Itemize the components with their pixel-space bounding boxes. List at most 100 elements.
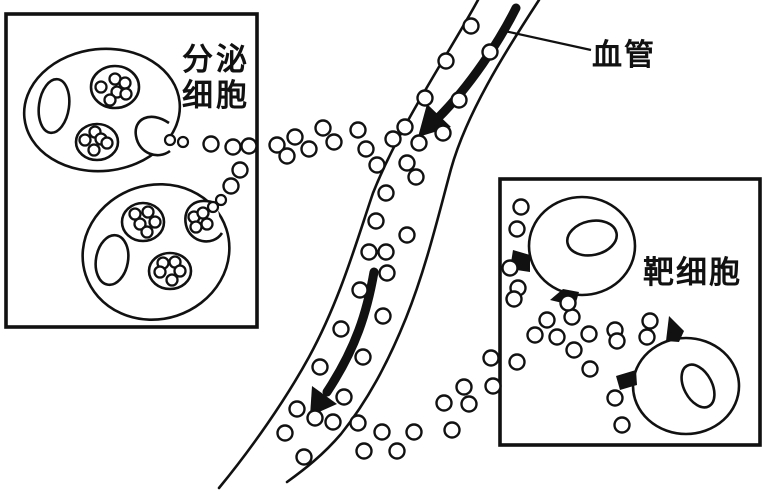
hormone-molecule <box>581 360 599 378</box>
hormone-molecule <box>613 416 631 434</box>
hormone-molecule <box>224 138 242 156</box>
hormone-molecule <box>481 43 499 61</box>
hormone-molecule <box>608 332 626 350</box>
hormone-molecule <box>349 121 367 139</box>
hormone-molecule <box>455 378 473 396</box>
vesicle-granule <box>153 265 167 279</box>
exocytosis-pouch <box>134 115 171 157</box>
vesicle-granule <box>200 217 214 231</box>
hormone-molecule <box>367 212 385 230</box>
hormone-molecule <box>286 128 304 146</box>
hormone-molecule <box>501 259 519 277</box>
hormone-molecule <box>311 358 329 376</box>
blood-vessel-wall-left <box>217 0 480 490</box>
hormone-molecule <box>559 294 577 312</box>
hormone-molecule <box>332 320 350 338</box>
hormone-molecule <box>508 353 526 371</box>
target-cell-label: 靶细胞 <box>643 255 742 290</box>
secretory-cell-2 <box>81 183 231 321</box>
vesicle-granules-group <box>78 72 214 287</box>
hormone-molecule <box>360 243 378 261</box>
hormone-molecule <box>416 89 434 107</box>
hormone-molecule <box>368 156 386 174</box>
hormone-molecule <box>505 290 523 308</box>
hormone-molecule <box>437 52 455 70</box>
hormone-molecule-at-membrane <box>214 193 228 207</box>
hormone-molecule <box>462 17 480 35</box>
hormone-molecule <box>300 140 318 158</box>
vesicle-granule <box>128 207 142 221</box>
secretory-cell-label: 分泌细胞 <box>182 42 250 113</box>
hormone-molecule <box>484 377 502 395</box>
hormone-molecule <box>351 281 369 299</box>
secretory-cell-1-nucleus <box>37 77 71 135</box>
hormone-molecule <box>565 341 583 359</box>
hormone-molecule <box>222 177 240 195</box>
vesicle-granule <box>94 80 108 94</box>
hormone-molecule <box>335 388 353 406</box>
hormone-molecule <box>349 414 367 432</box>
target-cell-2-nucleus <box>680 363 716 409</box>
hormone-molecule-at-membrane <box>176 135 190 149</box>
target-cell-panel-box <box>498 177 762 447</box>
vesicle-granule <box>165 273 179 287</box>
hormone-molecule <box>276 424 294 442</box>
secretory-cell-2-nucleus <box>94 233 130 287</box>
vesicle-granule <box>173 264 187 278</box>
vesicle-granule <box>100 136 114 150</box>
hormone-molecule <box>240 137 258 155</box>
hormone-molecule <box>202 135 220 153</box>
target-cell-1-nucleus <box>565 219 619 257</box>
hormone-molecule <box>268 136 286 154</box>
blood-flow-arrow-top-shaft <box>433 3 521 123</box>
blood-flow-arrow-bottom-head <box>310 386 337 416</box>
hormone-molecule-at-membrane <box>206 200 220 214</box>
hormone-molecule <box>580 325 598 343</box>
hormone-molecule <box>563 308 581 326</box>
hormone-molecule <box>641 312 659 330</box>
hormone-molecule <box>512 198 530 216</box>
vesicle-granule <box>78 133 92 147</box>
hormone-molecule <box>443 421 461 439</box>
hormone-molecule <box>355 442 373 460</box>
vesicle-granule <box>140 225 154 239</box>
hormone-molecule <box>538 311 556 329</box>
hormone-molecule <box>306 409 324 427</box>
vesicle-granule <box>148 215 162 229</box>
hormone-molecule <box>324 413 342 431</box>
hormone-molecule <box>398 154 416 172</box>
vesicle-granule <box>196 206 210 220</box>
hormone-molecule <box>450 91 468 109</box>
hormone-molecules-group <box>202 17 659 466</box>
hormone-molecule-at-membrane <box>163 133 177 147</box>
hormone-molecule <box>325 133 343 151</box>
hormone-molecule <box>435 394 453 412</box>
hormone-molecule <box>357 140 375 158</box>
hormone-molecule <box>374 307 392 325</box>
vesicle-granule <box>133 217 147 231</box>
vesicle-granule <box>87 143 101 157</box>
hormone-molecule <box>405 423 423 441</box>
hormone-molecule <box>410 134 428 152</box>
hormone-molecule <box>295 448 313 466</box>
hormone-molecule <box>377 243 395 261</box>
secretory-cell-panel-box <box>4 12 259 329</box>
vesicle-granule <box>119 87 133 101</box>
hormone-receptor <box>616 370 637 390</box>
hormone-molecule <box>288 400 306 418</box>
vesicle-granule <box>189 220 203 234</box>
hormone-molecule <box>396 118 414 136</box>
hormone-molecule <box>384 130 402 148</box>
hormone-molecule <box>407 168 425 186</box>
hormone-molecule <box>526 326 544 344</box>
hormone-molecule <box>231 161 249 179</box>
hormone-molecule <box>606 389 624 407</box>
hormone-molecule <box>373 423 391 441</box>
hormone-molecule <box>638 328 656 346</box>
hormone-molecule <box>460 395 478 413</box>
hormone-molecule <box>388 442 406 460</box>
hormone-molecule <box>278 147 296 165</box>
hormone-molecule <box>314 119 332 137</box>
